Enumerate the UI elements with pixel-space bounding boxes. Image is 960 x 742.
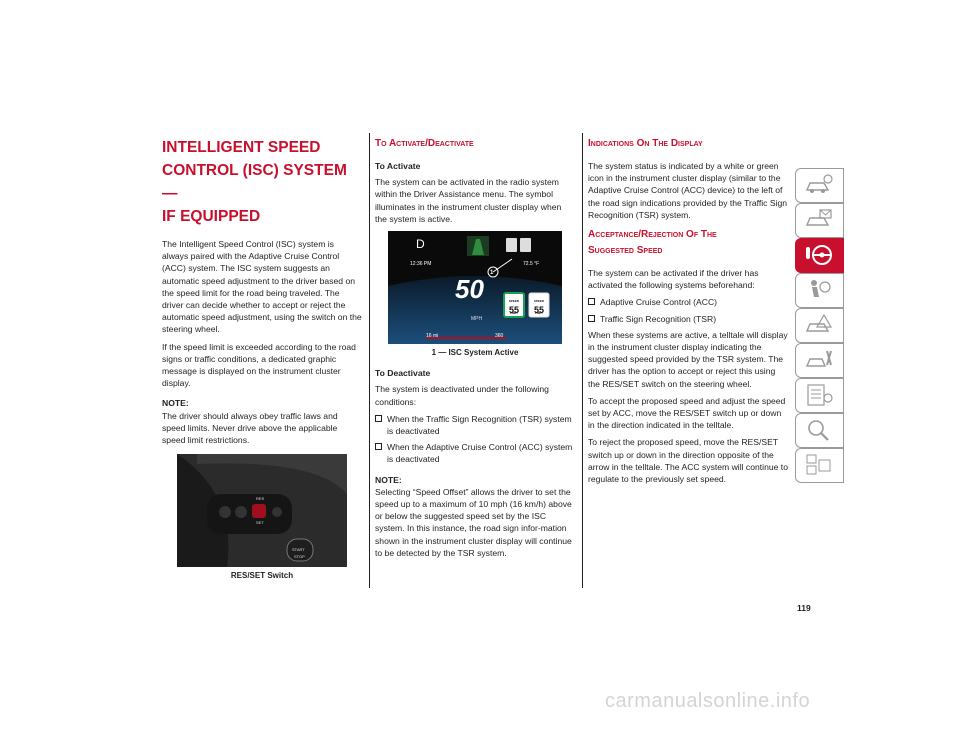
note-label: NOTE: [375,474,402,485]
stop-label: STOP [294,554,305,560]
car-info-icon [805,174,833,193]
tab-servicing-maintenance[interactable] [795,343,844,378]
acceptance-heading: Acceptance/Rejection Of The Suggested Sp… [588,229,717,257]
intro-paragraph: The Intelligent Speed Control (ISC) syst… [162,239,362,335]
activation-text: The system can be activated if the drive… [588,268,759,291]
accept-text: To accept the proposed speed and adjust … [588,395,786,431]
tab-safety[interactable] [795,273,844,308]
list-item: When the Adaptive Cruise Control (ACC) s… [375,441,575,465]
deactivate-label: To Deactivate [375,368,431,379]
column-3: Indications On The Display The system st… [588,134,788,490]
page-number: 119 [797,603,811,613]
deactivate-text: The system is deactivated under the foll… [375,384,549,407]
column-1: INTELLIGENT SPEED CONTROL (ISC) SYSTEM —… [162,134,362,590]
checkbox-bullet-icon [588,298,595,306]
tab-customer-assistance[interactable] [795,448,844,483]
checkbox-bullet-icon [375,443,382,451]
tab-technical-specifications[interactable] [795,378,844,413]
car-warning-icon [805,313,833,332]
speed-sign-active-value: 55 [508,305,519,316]
steering-wheel-icon [806,245,832,265]
cluster-display-graphic [388,231,562,345]
steering-wheel-figure: RES SET START STOP [177,454,347,568]
reject-text: To reject the proposed speed, move the R… [588,437,788,485]
note-text: The driver should always obey traffic la… [162,410,338,446]
instrument-cluster-figure: D 12:36 PM 72.5 °F 1 50 MPH 16 mi 360 SP… [388,231,562,345]
start-label: START [292,547,305,553]
cluster-speed: 50 [455,274,484,305]
magnifier-icon [808,420,829,441]
airbag-person-icon [811,280,831,297]
indications-text: The system status is indicated by a whit… [588,161,788,220]
cluster-time: 12:36 PM [410,261,432,268]
figure-caption-cluster: 1 — ISC System Active [431,348,519,358]
cluster-range: 16 mi [426,333,439,340]
column-2: To Activate/Deactivate To Activate The s… [375,134,575,564]
speed-sign-value: 55 [533,305,544,316]
tab-starting-operating[interactable] [795,238,844,273]
list-item: Adaptive Cruise Control (ACC) [588,296,788,308]
steering-wheel-photo [177,454,347,568]
activate-text: The system can be activated in the radio… [375,177,562,224]
watermark-text: carmanualsonline.info [605,690,811,712]
tab-in-case-of-emergency[interactable] [795,308,844,343]
telltale-text: When these systems are active, a telltal… [588,329,788,389]
list-item: Traffic Sign Recognition (TSR) [588,313,788,325]
speed-sign-label: SPEED LIMIT [533,299,545,316]
indications-heading: Indications On The Display [588,138,703,149]
language-icon [806,454,831,475]
activate-label: To Activate [375,161,421,171]
note-label: NOTE: [162,398,189,409]
activate-deactivate-heading: To Activate/Deactivate [375,138,474,149]
column-divider [582,133,583,588]
speed-sign-active-label: SPEED LIMIT [508,299,520,316]
note-text: Selecting “Speed Offset” allows the driv… [375,486,572,558]
checkbox-bullet-icon [375,414,382,422]
checklist-icon [807,384,833,406]
cluster-unit: MPH [471,316,483,323]
cluster-temp: 72.5 °F [523,261,540,268]
section-heading: INTELLIGENT SPEED CONTROL (ISC) SYSTEM —… [162,139,347,225]
list-item: When the Traffic Sign Recognition (TSR) … [375,413,575,437]
column-divider [369,133,370,588]
tab-vehicle-info[interactable] [795,168,844,203]
gear-indicator: D [416,237,425,252]
tab-getting-to-know[interactable] [795,203,844,238]
speed-limit-paragraph: If the speed limit is exceeded according… [162,341,356,389]
car-mail-icon [805,209,832,226]
cluster-odometer: 360 [495,333,504,340]
res-label: RES [256,496,265,502]
car-tools-icon [805,350,832,367]
figure-caption-switch: RES/SET Switch [230,571,294,581]
checkbox-bullet-icon [588,314,595,322]
tab-index[interactable] [795,413,844,448]
callout-marker: 1 [490,270,494,277]
set-label: SET [256,520,264,526]
